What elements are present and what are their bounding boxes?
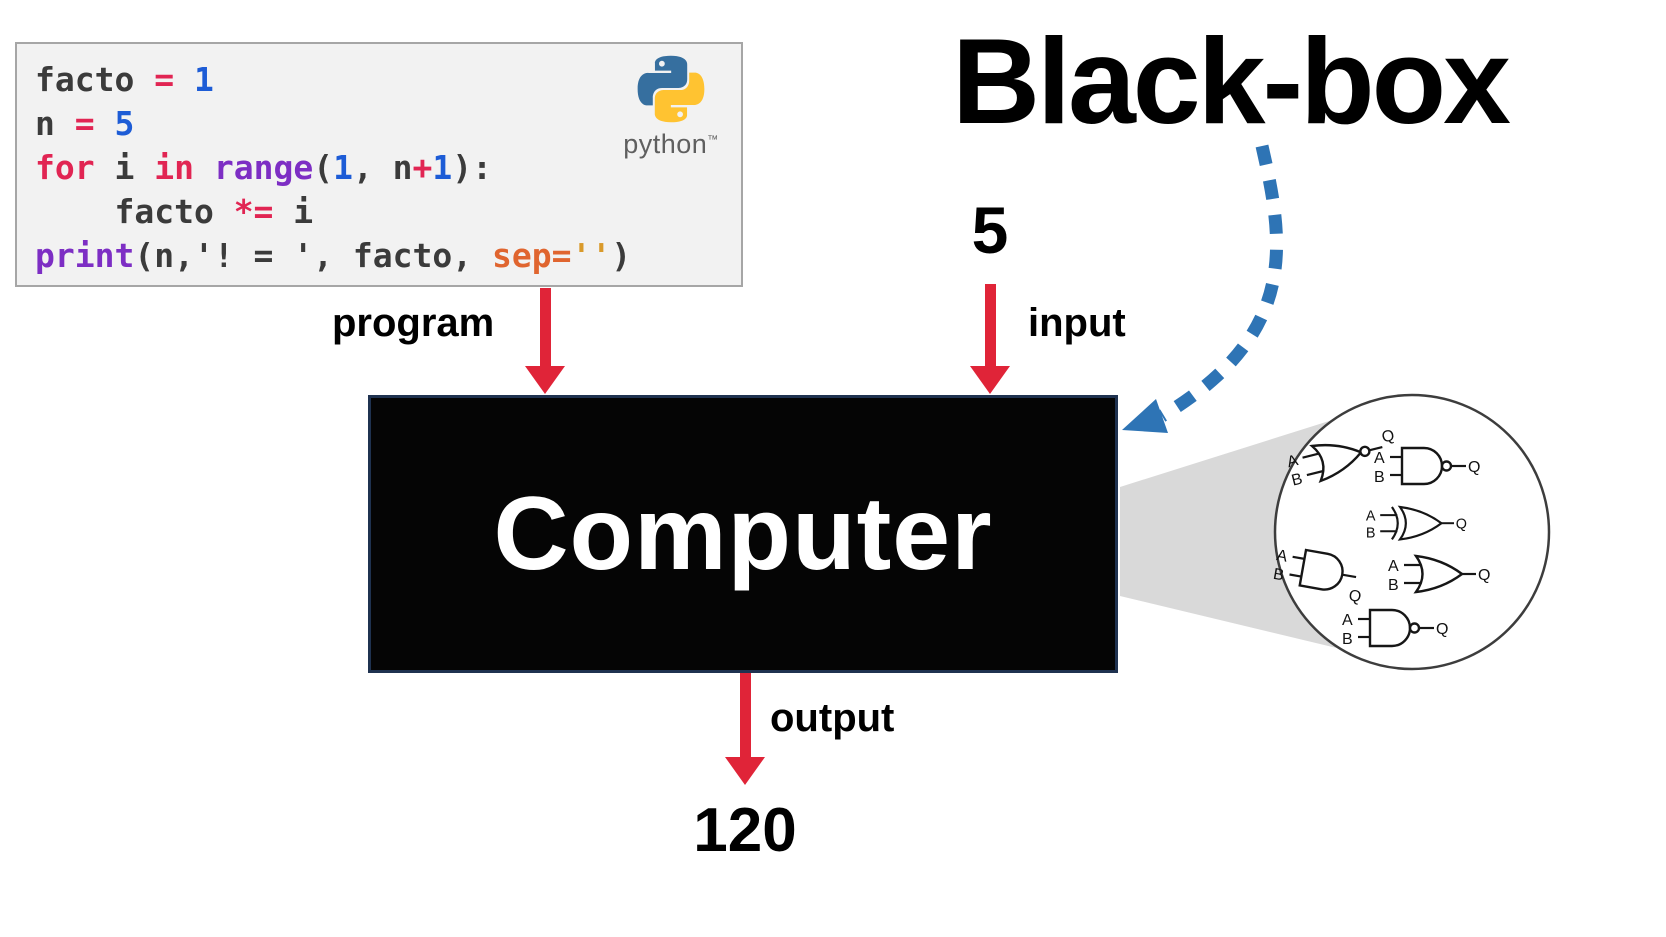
logic-gate-and: A B Q xyxy=(1272,547,1363,606)
computer-box: Computer xyxy=(368,395,1118,673)
code-token: sep= xyxy=(491,236,572,275)
arrow-shaft xyxy=(739,673,751,757)
magnifier-circle xyxy=(1273,393,1551,671)
logic-gate-xor: A B Q xyxy=(1366,505,1467,542)
code-token: i xyxy=(94,148,155,187)
input-value: 5 xyxy=(971,193,1009,267)
gate-input-b-label: B xyxy=(1342,631,1353,648)
code-line: facto = 1 xyxy=(35,58,741,102)
python-logo: python™ xyxy=(611,52,731,160)
arrow-head xyxy=(970,366,1010,394)
gate-input-b-label: B xyxy=(1388,577,1399,594)
gate-input-a-label: A xyxy=(1388,558,1399,575)
logic-gate-nand: A B Q xyxy=(1342,608,1448,648)
input-label: input xyxy=(1028,301,1126,345)
code-token: , n xyxy=(352,148,413,187)
code-token: , facto, xyxy=(313,236,492,275)
gate-input-a-label: A xyxy=(1342,612,1353,629)
code-token: '' xyxy=(571,236,612,275)
code-token: 1 xyxy=(333,148,353,187)
python-wordmark-text: python xyxy=(623,129,708,159)
gate-input-b-label: B xyxy=(1374,469,1385,486)
gate-output-q-label: Q xyxy=(1478,567,1490,584)
code-token: facto xyxy=(35,60,155,99)
blackbox-pointer-arrowhead xyxy=(1122,399,1168,433)
program-arrow-icon xyxy=(525,288,565,394)
code-token: in xyxy=(154,148,194,187)
python-logo-icon xyxy=(637,55,705,123)
code-line: for i in range(1, n+1): xyxy=(35,146,741,190)
code-token: 5 xyxy=(114,104,135,143)
code-token: *= xyxy=(233,192,274,231)
code-token: 1 xyxy=(193,60,214,99)
gate-input-b-label: B xyxy=(1366,526,1376,542)
code-line: n = 5 xyxy=(35,102,741,146)
arrow-head xyxy=(725,757,765,785)
code-token: range xyxy=(213,148,314,187)
code-token: = xyxy=(74,104,115,143)
code-token: print xyxy=(35,236,135,275)
code-token: ) xyxy=(611,236,632,275)
output-value: 120 xyxy=(693,796,797,865)
gate-output-q-label: Q xyxy=(1456,517,1467,533)
python-trademark: ™ xyxy=(707,134,719,146)
computer-label: Computer xyxy=(493,475,993,592)
gate-output-q-label: Q xyxy=(1380,427,1396,447)
gate-output-q-label: Q xyxy=(1347,587,1362,606)
blackbox-pointer-arrow xyxy=(1158,144,1283,422)
gate-input-a-label: A xyxy=(1374,450,1385,467)
gate-output-q-label: Q xyxy=(1436,621,1448,638)
code-token: n xyxy=(35,104,75,143)
python-wordmark: python™ xyxy=(611,129,731,160)
code-token: '! = ' xyxy=(193,236,314,275)
code-token: ): xyxy=(452,148,493,187)
code-line: facto *= i xyxy=(35,190,741,234)
arrow-head xyxy=(525,366,565,394)
code-token: for xyxy=(35,148,95,187)
code-token: = xyxy=(154,60,194,99)
code-token: (n, xyxy=(134,236,194,275)
code-token xyxy=(194,148,214,187)
gate-input-a-label: A xyxy=(1366,509,1376,525)
arrow-shaft xyxy=(539,288,551,366)
gate-input-a-label: A xyxy=(1285,452,1300,471)
logic-gate-nor: A B Q xyxy=(1285,427,1396,490)
logic-gate-nand: A B Q xyxy=(1374,446,1480,486)
code-token: 1 xyxy=(432,148,453,187)
code-token: facto xyxy=(35,192,234,231)
code-token: ( xyxy=(313,148,334,187)
gate-input-a-label: A xyxy=(1275,547,1289,566)
code-line: print(n,'! = ', facto, sep='') xyxy=(35,234,741,278)
input-arrow-icon xyxy=(970,284,1010,394)
program-label: program xyxy=(332,301,495,345)
arrow-shaft xyxy=(984,284,996,366)
output-label: output xyxy=(770,696,895,740)
code-token: i xyxy=(273,192,314,231)
blackbox-title: Black-box xyxy=(951,13,1511,149)
code-token: + xyxy=(412,148,433,187)
logic-gate-or: A B Q xyxy=(1388,554,1490,594)
gate-input-b-label: B xyxy=(1290,471,1304,490)
gate-output-q-label: Q xyxy=(1468,459,1480,476)
gate-input-b-label: B xyxy=(1272,566,1285,585)
output-arrow-icon xyxy=(725,673,765,785)
magnifier-cone xyxy=(1120,416,1345,650)
